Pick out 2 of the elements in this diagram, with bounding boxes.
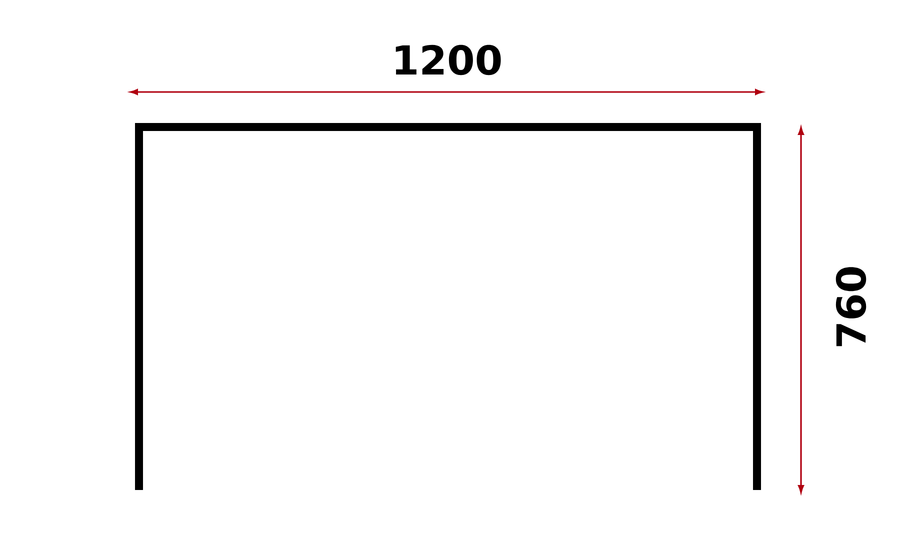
dimension-label: 1200 [396, 44, 501, 76]
dimension-label: 760 [836, 267, 866, 346]
